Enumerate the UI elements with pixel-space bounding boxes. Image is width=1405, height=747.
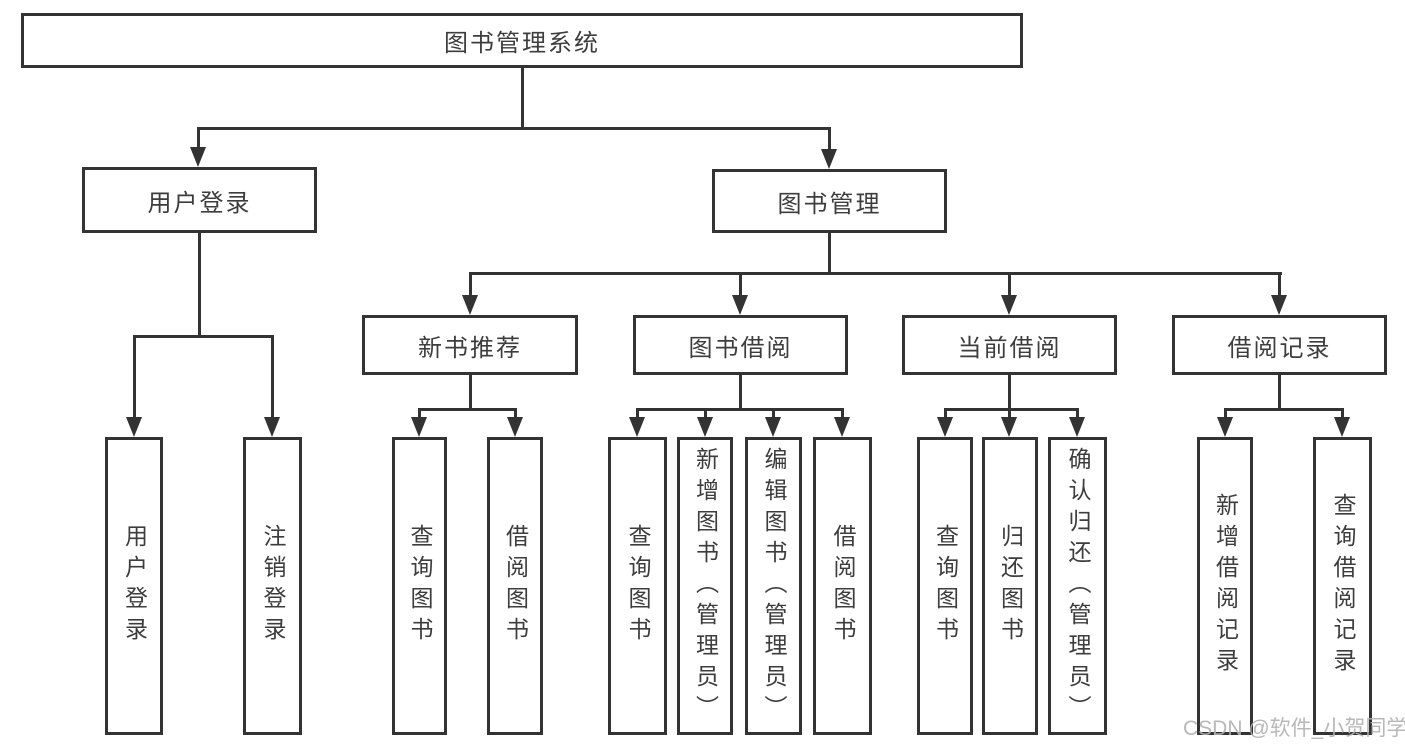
leaf-borrow-books: 借阅图书: [813, 437, 872, 735]
leaf-return-books-label: 归还图书: [997, 524, 1024, 648]
arrow-down-icon: [411, 417, 427, 437]
leaf-query-books-recommend: 查询图书: [392, 437, 447, 735]
arrow-down-icon: [697, 417, 713, 437]
connector-book-mgmt-stem: [828, 233, 831, 274]
connector-drop: [271, 335, 274, 419]
connector-drop: [469, 272, 472, 297]
leaf-logout-label: 注销登录: [260, 524, 286, 648]
node-book-borrow-label: 图书借阅: [688, 334, 793, 362]
leaf-user-login: 用户登录: [105, 437, 163, 735]
connector-drop: [772, 408, 775, 419]
connector-drop: [1008, 408, 1011, 419]
leaf-query-books-borrow-label: 查询图书: [625, 524, 651, 648]
leaf-query-books-current: 查询图书: [917, 437, 973, 735]
node-root: 图书管理系统: [21, 13, 1023, 68]
arrow-down-icon: [264, 417, 280, 437]
connector-book-mgmt-branch: [469, 272, 1282, 275]
leaf-query-books-current-label: 查询图书: [932, 524, 959, 648]
leaf-borrow-books-recommend-label: 借阅图书: [502, 524, 529, 648]
leaf-add-book-admin: 新增图书（管理员）: [677, 437, 733, 735]
connector-drop: [514, 408, 517, 419]
arrow-down-icon: [1271, 295, 1287, 315]
leaf-query-books-borrow: 查询图书: [608, 437, 667, 735]
node-book-management: 图书管理: [712, 169, 947, 233]
arrow-down-icon: [834, 417, 850, 437]
node-current-borrow: 当前借阅: [902, 315, 1117, 375]
leaf-edit-book-admin-label: 编辑图书（管理员）: [761, 446, 787, 726]
arrow-down-icon: [190, 147, 206, 167]
connector-recommend-stem: [469, 375, 472, 410]
leaf-query-books-recommend-label: 查询图书: [407, 524, 433, 648]
connector-borrow-stem: [739, 375, 742, 410]
connector-drop: [1076, 408, 1079, 419]
arrow-down-icon: [629, 417, 645, 437]
connector-borrow-branch: [636, 408, 844, 411]
arrow-down-icon: [1217, 417, 1233, 437]
leaf-borrow-books-label: 借阅图书: [830, 524, 856, 648]
leaf-user-login-label: 用户登录: [121, 524, 148, 648]
csdn-watermark: CSDN @软件_小贺同学: [1183, 717, 1405, 740]
connector-root-branch: [197, 127, 831, 130]
leaf-confirm-return-admin-label: 确认归还（管理员）: [1065, 446, 1091, 726]
node-book-management-label: 图书管理: [777, 190, 882, 218]
connector-drop: [841, 408, 844, 419]
leaf-return-books: 归还图书: [982, 437, 1038, 735]
node-user-login: 用户登录: [82, 167, 317, 233]
arrow-down-icon: [765, 417, 781, 437]
arrow-down-icon: [732, 295, 748, 315]
connector-root-stem: [521, 68, 524, 128]
arrow-down-icon: [1069, 417, 1085, 437]
connector-records-branch: [1224, 408, 1344, 411]
connector-drop: [1341, 408, 1344, 419]
node-new-book-recommend-label: 新书推荐: [418, 334, 522, 362]
node-user-login-label: 用户登录: [147, 189, 252, 217]
leaf-add-borrow-record: 新增借阅记录: [1197, 437, 1253, 735]
leaf-query-borrow-record: 查询借阅记录: [1313, 437, 1372, 735]
connector-user-login-drop: [197, 127, 200, 149]
connector-drop: [1008, 272, 1011, 297]
node-book-borrow: 图书借阅: [633, 315, 848, 375]
leaf-logout: 注销登录: [243, 437, 302, 735]
connector-drop: [704, 408, 707, 419]
leaf-borrow-books-recommend: 借阅图书: [487, 437, 543, 735]
leaf-query-borrow-record-label: 查询借阅记录: [1330, 493, 1356, 679]
node-current-borrow-label: 当前借阅: [957, 334, 1062, 362]
connector-drop: [1278, 272, 1281, 297]
arrow-down-icon: [462, 295, 478, 315]
connector-drop: [739, 272, 742, 297]
arrow-down-icon: [126, 417, 142, 437]
connector-recommend-branch: [418, 408, 517, 411]
connector-drop: [418, 408, 421, 419]
connector-records-stem: [1278, 375, 1281, 410]
arrow-down-icon: [937, 417, 953, 437]
connector-book-mgmt-drop: [828, 127, 831, 149]
connector-drop: [636, 408, 639, 419]
connector-user-login-stem: [198, 233, 201, 337]
connector-drop: [133, 335, 136, 419]
node-borrow-records-label: 借阅记录: [1227, 334, 1332, 362]
node-new-book-recommend: 新书推荐: [362, 315, 578, 375]
arrow-down-icon: [821, 149, 837, 169]
arrow-down-icon: [1001, 417, 1017, 437]
leaf-add-borrow-record-label: 新增借阅记录: [1212, 493, 1239, 679]
arrow-down-icon: [1001, 295, 1017, 315]
connector-current-stem: [1008, 375, 1011, 410]
leaf-confirm-return-admin: 确认归还（管理员）: [1048, 437, 1107, 735]
connector-user-login-branch: [133, 335, 274, 338]
connector-current-branch: [944, 408, 1079, 411]
arrow-down-icon: [1334, 417, 1350, 437]
node-borrow-records: 借阅记录: [1172, 315, 1387, 375]
arrow-down-icon: [507, 417, 523, 437]
connector-drop: [944, 408, 947, 419]
connector-drop: [1224, 408, 1227, 419]
node-root-label: 图书管理系统: [444, 30, 600, 57]
leaf-edit-book-admin: 编辑图书（管理员）: [745, 437, 802, 735]
leaf-add-book-admin-label: 新增图书（管理员）: [692, 446, 719, 726]
